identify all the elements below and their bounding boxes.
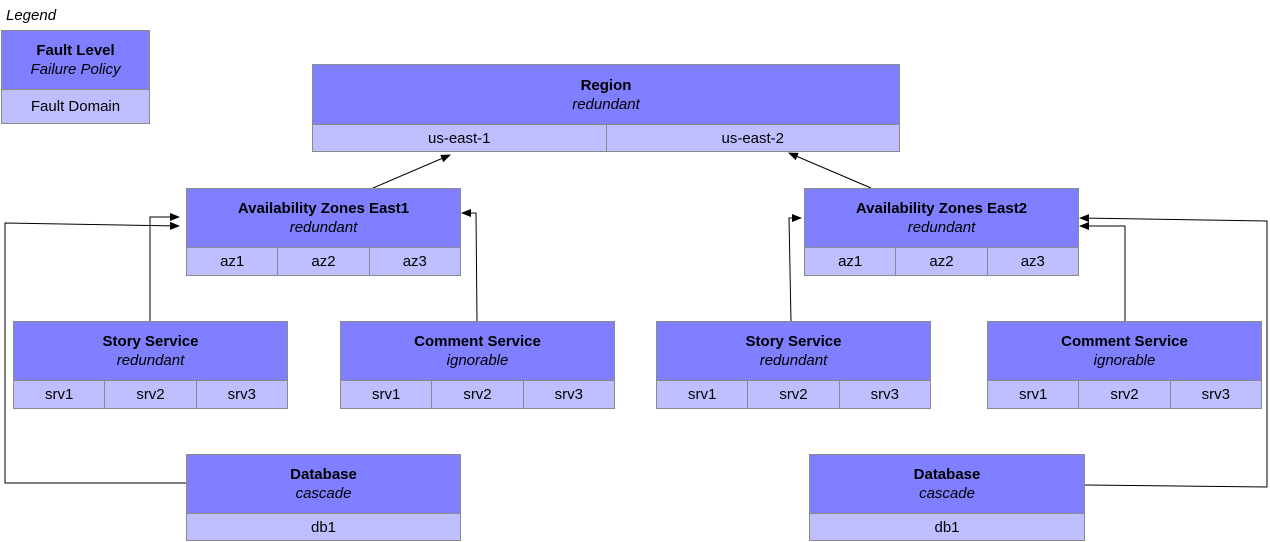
legend-fault-domain-row: Fault Domain xyxy=(2,90,149,123)
edge-db-east2-to-az-east2 xyxy=(1079,214,1268,488)
edge-az-east1-to-region xyxy=(372,154,451,189)
comment-service-east1-domain: srv2 xyxy=(431,381,522,408)
legend-fault-level-label: Fault Level xyxy=(36,42,115,59)
az-east1-domains: az1 az2 az3 xyxy=(187,248,460,275)
az-east1-domain: az2 xyxy=(277,248,368,275)
story-service-east2-domain: srv3 xyxy=(838,381,930,408)
edge-comment-east1-to-az-east1 xyxy=(461,209,478,322)
legend-failure-policy-label: Failure Policy xyxy=(30,61,121,78)
comment-service-east1-node: Comment Service ignorable srv1 srv2 srv3 xyxy=(340,321,615,409)
story-service-east1-name: Story Service xyxy=(102,333,199,350)
az-east1-policy: redundant xyxy=(289,219,358,236)
story-service-east1-fault-level: Story Service redundant xyxy=(14,322,287,381)
database-east2-fault-level: Database cascade xyxy=(810,455,1084,514)
database-east1-name: Database xyxy=(290,466,357,483)
region-domain: us-east-2 xyxy=(605,125,900,151)
legend-title: Legend xyxy=(6,7,57,24)
comment-service-east2-domain: srv3 xyxy=(1169,381,1261,408)
az-east1-domain: az3 xyxy=(368,248,460,275)
legend-fault-level: Fault Level Failure Policy xyxy=(2,31,149,90)
az-east1-node: Availability Zones East1 redundant az1 a… xyxy=(186,188,461,276)
comment-service-east2-domain: srv1 xyxy=(1018,386,1048,403)
story-service-east1-domain: srv3 xyxy=(195,381,287,408)
comment-service-east2-domains: srv1 srv2 srv3 xyxy=(988,381,1261,408)
comment-service-east2-fault-level: Comment Service ignorable xyxy=(988,322,1261,381)
story-service-east2-domain: srv1 xyxy=(687,386,717,403)
region-fault-level: Region redundant xyxy=(313,65,899,125)
database-east2-name: Database xyxy=(913,466,981,483)
az-east2-domains: az1 az2 az3 xyxy=(805,248,1078,275)
story-service-east2-policy: redundant xyxy=(759,352,828,369)
story-service-east1-domain: srv2 xyxy=(104,381,195,408)
region-name: Region xyxy=(580,76,632,94)
database-east1-policy: cascade xyxy=(295,485,352,502)
story-service-east2-domains: srv1 srv2 srv3 xyxy=(657,381,930,408)
region-policy: redundant xyxy=(572,95,640,113)
az-east1-domain: az1 xyxy=(220,253,245,270)
legend-fault-domain-label: Fault Domain xyxy=(30,98,121,115)
legend-box: Fault Level Failure Policy Fault Domain xyxy=(1,30,150,124)
comment-service-east1-domains: srv1 srv2 srv3 xyxy=(341,381,614,408)
comment-service-east2-node: Comment Service ignorable srv1 srv2 srv3 xyxy=(987,321,1262,409)
story-service-east2-fault-level: Story Service redundant xyxy=(657,322,930,381)
az-east1-fault-level: Availability Zones East1 redundant xyxy=(187,189,460,248)
az-east2-name: Availability Zones East2 xyxy=(855,200,1028,217)
az-east2-policy: redundant xyxy=(907,219,976,236)
story-service-east2-node: Story Service redundant srv1 srv2 srv3 xyxy=(656,321,931,409)
database-east1-fault-level: Database cascade xyxy=(187,455,460,514)
edge-story-east1-to-az-east1 xyxy=(149,213,180,321)
az-east2-domain: az2 xyxy=(895,248,986,275)
region-node: Region redundant us-east-1 us-east-2 xyxy=(312,64,900,152)
comment-service-east1-name: Comment Service xyxy=(414,333,541,350)
story-service-east2-domain: srv2 xyxy=(747,381,838,408)
comment-service-east2-domain: srv2 xyxy=(1078,381,1169,408)
az-east2-fault-level: Availability Zones East2 redundant xyxy=(805,189,1078,248)
database-east1-domains: db1 xyxy=(187,514,460,540)
region-domain: us-east-1 xyxy=(427,129,491,147)
edge-comment-east2-to-az-east2 xyxy=(1079,222,1126,321)
story-service-east1-policy: redundant xyxy=(116,352,185,369)
story-service-east1-node: Story Service redundant srv1 srv2 srv3 xyxy=(13,321,288,409)
edge-story-east2-to-az-east2 xyxy=(788,214,802,322)
story-service-east1-domain: srv1 xyxy=(44,386,74,403)
comment-service-east1-fault-level: Comment Service ignorable xyxy=(341,322,614,381)
database-east1-node: Database cascade db1 xyxy=(186,454,461,541)
database-east1-domain: db1 xyxy=(310,518,337,536)
az-east1-name: Availability Zones East1 xyxy=(237,200,410,217)
comment-service-east2-name: Comment Service xyxy=(1061,333,1188,350)
az-east2-domain: az3 xyxy=(986,248,1078,275)
database-east2-policy: cascade xyxy=(919,485,975,502)
comment-service-east1-domain: srv1 xyxy=(371,386,401,403)
region-domains: us-east-1 us-east-2 xyxy=(313,125,899,151)
database-east2-domain: db1 xyxy=(934,518,960,536)
edge-db-east1-to-az-east1 xyxy=(4,221,186,484)
az-east2-node: Availability Zones East2 redundant az1 a… xyxy=(804,188,1079,276)
database-east2-node: Database cascade db1 xyxy=(809,454,1085,541)
comment-service-east1-policy: ignorable xyxy=(446,352,509,369)
comment-service-east1-domain: srv3 xyxy=(522,381,614,408)
story-service-east1-domains: srv1 srv2 srv3 xyxy=(14,381,287,408)
az-east2-domain: az1 xyxy=(838,253,863,270)
comment-service-east2-policy: ignorable xyxy=(1093,352,1156,369)
edge-az-east2-to-region xyxy=(788,152,872,189)
database-east2-domains: db1 xyxy=(810,514,1084,540)
story-service-east2-name: Story Service xyxy=(745,333,842,350)
